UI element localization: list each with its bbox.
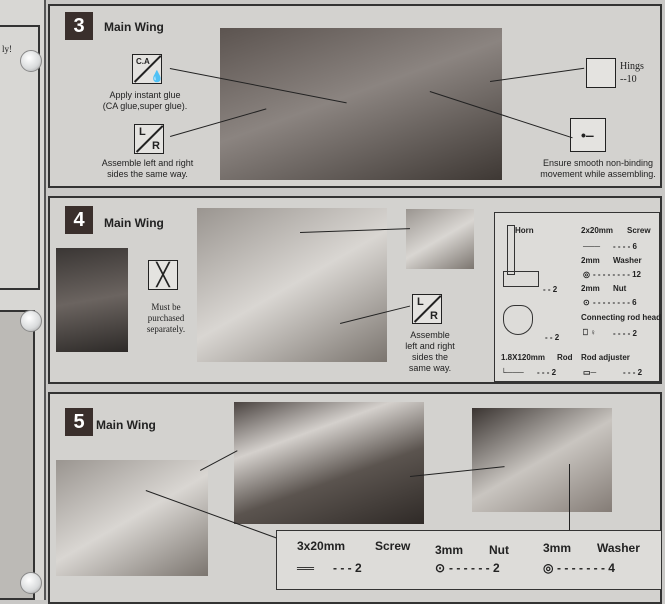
horn-label: Horn — [515, 226, 534, 235]
wing-detail-photo — [472, 408, 612, 512]
hinge-icon — [586, 58, 616, 88]
previous-page-box-2 — [0, 310, 35, 600]
previous-page-box — [0, 25, 40, 290]
step-number: 3 — [65, 12, 93, 40]
rod-icon: └─── — [501, 368, 524, 377]
step-number: 5 — [65, 408, 93, 436]
step-number: 4 — [65, 206, 93, 234]
nut-label: Nut — [613, 284, 627, 293]
previous-page-edge: ly! — [0, 0, 46, 600]
step-title: Main Wing — [96, 418, 156, 432]
smooth-movement-icon: •‒ — [570, 118, 606, 152]
wing-joint-photo — [234, 402, 424, 524]
rod-head-qty: - - - - 2 — [613, 329, 637, 338]
rod-adjuster-icon: ▭─ — [583, 368, 597, 377]
washer-icon: ◎ — [583, 270, 590, 279]
screw-qty: - - - - 6 — [613, 242, 637, 251]
rod-size: 1.8X120mm — [501, 353, 546, 362]
screw-qty: - - - 2 — [333, 561, 362, 575]
previous-page-text: ly! — [2, 44, 12, 54]
rod-adjuster-label: Rod adjuster — [581, 353, 630, 362]
washer-icon: ◎ — [543, 561, 554, 575]
step-title: Main Wing — [104, 20, 164, 34]
rod-head-label: Connecting rod head — [581, 313, 661, 322]
washer-size: 3mm — [543, 541, 572, 555]
screw-size: 3x20mm — [297, 539, 346, 553]
step-title: Main Wing — [104, 216, 164, 230]
wing-root-photo — [56, 460, 208, 576]
horn-detail-photo — [406, 209, 474, 269]
washer-label: Washer — [597, 541, 640, 555]
nut-qty: - - - - - - - - 6 — [593, 298, 637, 307]
hinge-label: Hings--10 — [620, 61, 644, 85]
nut-icon: ⊙ — [435, 561, 446, 575]
screw-label: Screw — [375, 539, 411, 553]
glue-caption: Apply instant glue(CA glue,super glue). — [102, 90, 188, 111]
wing-photo — [220, 28, 502, 180]
step-3-panel: 3 Main Wing C.A💧 Apply instant glue(CA g… — [48, 4, 662, 188]
binder-hole — [20, 572, 42, 594]
servo-photo — [56, 248, 128, 352]
nut-label: Nut — [489, 543, 509, 557]
pointer-line — [490, 67, 585, 83]
washer-size: 2mm — [581, 256, 600, 265]
rod-head-icon: ⎕ ♀ — [583, 328, 597, 337]
horn-qty: - - 2 — [543, 285, 558, 294]
nut-icon: ⊙ — [583, 298, 590, 307]
nut-size: 2mm — [581, 284, 600, 293]
horn-icon — [507, 225, 515, 275]
screw-size: 2x20mm — [581, 226, 614, 235]
horn-base-icon — [503, 271, 539, 287]
rod-adjuster-qty: - - - 2 — [623, 368, 643, 377]
binder-hole — [20, 50, 42, 72]
screw-label: Screw — [627, 226, 651, 235]
step-5-parts-list: 3x20mm Screw ══ - - - 2 3mm Nut ⊙ - - - … — [276, 530, 662, 590]
rod-label: Rod — [557, 353, 573, 362]
purchase-separately-icon: ╳ — [148, 260, 178, 290]
nut-size: 3mm — [435, 543, 464, 557]
screw-icon: ─── — [583, 242, 601, 251]
binder-hole — [20, 310, 42, 332]
pointer-line — [568, 464, 570, 534]
horn-plate-icon — [503, 305, 533, 335]
horn-assembly-photo — [197, 208, 387, 362]
washer-qty: - - - - - - - 4 — [557, 561, 615, 575]
plate-qty: - - 2 — [545, 333, 560, 342]
ca-glue-icon: C.A💧 — [132, 54, 164, 84]
nut-qty: - - - - - - 2 — [449, 561, 500, 575]
washer-label: Washer — [613, 256, 642, 265]
step-5-panel: 5 Main Wing 3x20mm Screw ══ - - - 2 3mm … — [48, 392, 662, 604]
screw-icon: ══ — [297, 561, 315, 575]
rod-qty: - - - 2 — [537, 368, 557, 377]
step-4-parts-list: Horn - - 2 - - 2 2x20mm Screw ─── - - - … — [494, 212, 661, 382]
washer-qty: - - - - - - - - 12 — [593, 270, 641, 279]
